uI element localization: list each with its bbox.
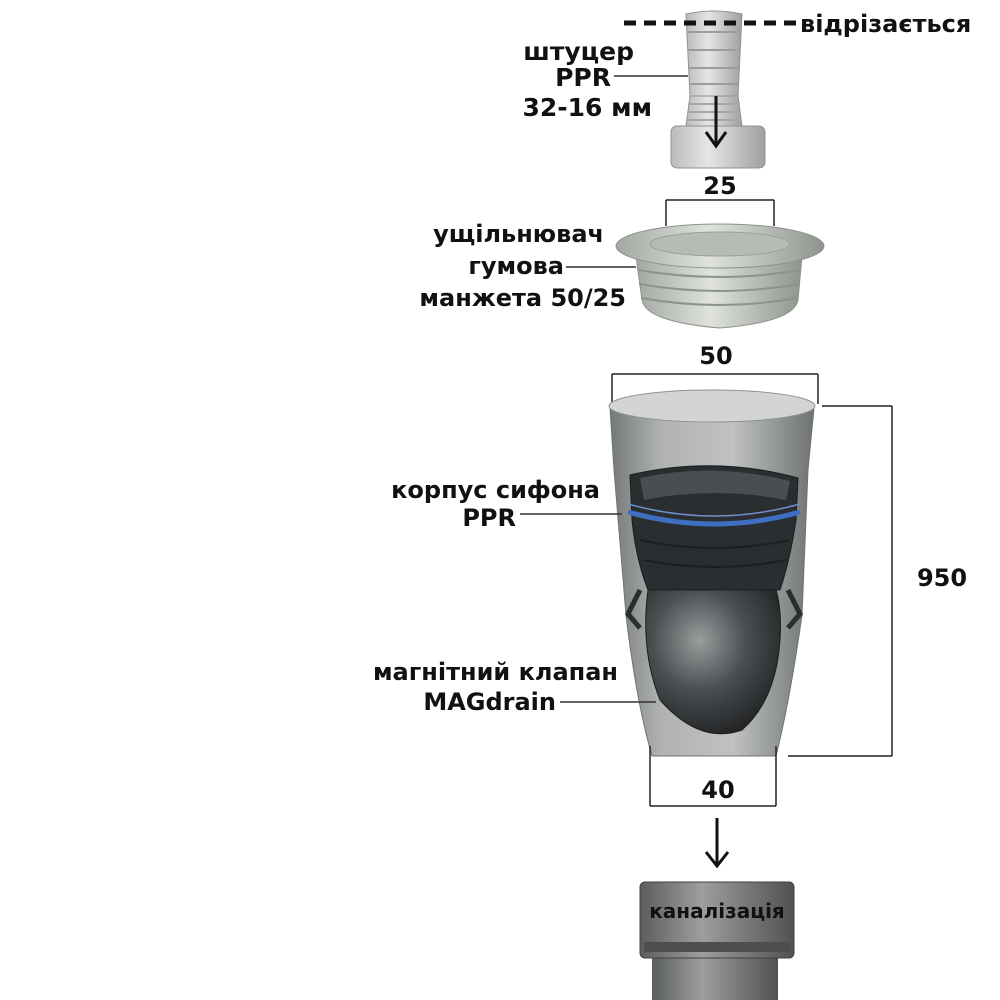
dim-body-height: 950 [917,564,967,592]
dim-body-bottom: 40 [701,776,734,804]
rubber-seal [615,223,825,329]
dim-body-top: 50 [699,342,732,370]
body-label-2: PPR [462,504,516,532]
seal-label-3: манжета 50/25 [419,284,626,312]
cut-label: відрізається [800,10,971,38]
arrow-down-icon [704,818,730,869]
fitting-label-1: штуцер [523,37,634,66]
body-label-1: корпус сифона [391,476,600,504]
seal-label-2: гумова [468,252,564,280]
siphon-body [608,389,816,757]
fitting-label-2: PPR [555,63,611,92]
blue-sealing-ring [627,509,801,527]
fitting-ppr [670,10,766,169]
magnetic-valve-ball [645,589,781,735]
fitting-label-3: 32-16 мм [522,93,652,122]
arrow-down-icon [704,96,728,149]
sewer-label: каналізація [649,899,785,923]
dim-body-height-bracket [788,405,893,757]
dim-seal-inner: 25 [703,172,736,200]
sewer-pipe [639,881,795,1000]
seal-label-1: ущільнювач [433,220,604,248]
valve-label-2: MAGdrain [423,688,556,716]
dim-body-bottom-bracket [649,746,777,807]
dim-body-top-bracket [611,373,819,406]
dim-seal-inner-bracket [665,199,775,226]
valve-label-1: магнітний клапан [373,658,618,686]
